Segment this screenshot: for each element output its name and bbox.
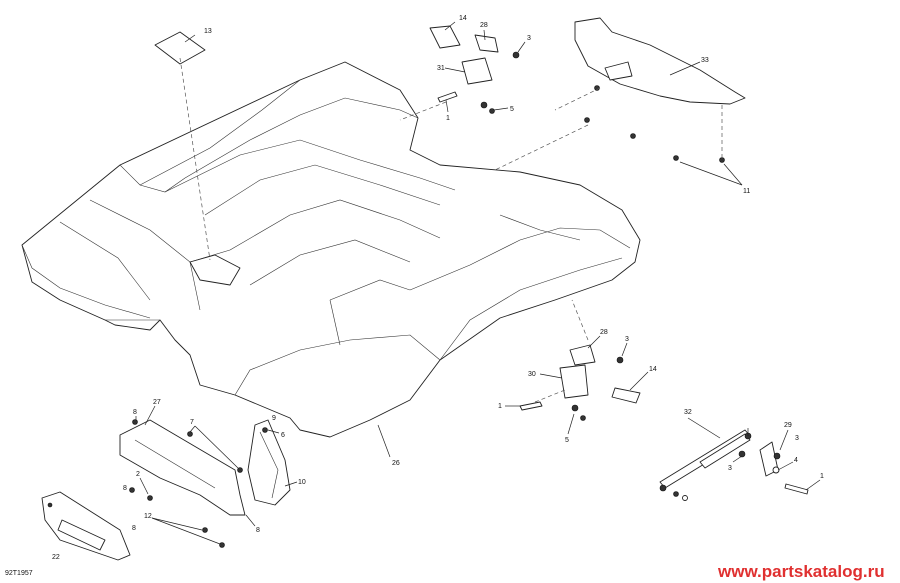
callout-33: 33: [701, 57, 709, 64]
latch-handle-part: [41, 491, 131, 561]
callout-14: 14: [649, 366, 657, 373]
callout-28: 28: [600, 329, 608, 336]
lower-hinge-assembly: [519, 344, 641, 421]
strap-part: [247, 419, 291, 506]
callout-13: 13: [204, 28, 212, 35]
callout-28: 28: [480, 22, 488, 29]
decal-part: [154, 31, 206, 65]
callout-11: 11: [743, 188, 750, 195]
callout-22: 22: [52, 554, 60, 561]
drawing-code: 92T1957: [5, 570, 33, 577]
callout-32: 32: [684, 409, 692, 416]
callout-1: 1: [446, 115, 450, 122]
callout-3: 3: [795, 435, 799, 442]
callouts: 13 14 28 3 31 1 5 33 11 28 3 30 14 1 5 2…: [52, 15, 824, 561]
upper-hinge-assembly: [429, 25, 520, 114]
callout-12: 12: [144, 513, 152, 520]
callout-10: 10: [298, 479, 306, 486]
alignment-lines: [179, 57, 723, 403]
callout-8: 8: [132, 525, 136, 532]
callout-14: 14: [459, 15, 467, 22]
callout-1: 1: [820, 473, 824, 480]
callout-8: 8: [123, 485, 127, 492]
callout-3: 3: [527, 35, 531, 42]
callout-8: 8: [133, 409, 137, 416]
leader-lines: [135, 21, 821, 545]
latch-plate-part: [119, 419, 246, 548]
callout-3: 3: [625, 336, 629, 343]
callout-2: 2: [136, 471, 140, 478]
callout-8: 8: [256, 527, 260, 534]
callout-7: 7: [190, 419, 194, 426]
callout-9: 9: [272, 415, 276, 422]
callout-5: 5: [565, 437, 569, 444]
callout-31: 31: [437, 65, 445, 72]
callout-3: 3: [728, 465, 732, 472]
callout-27: 27: [153, 399, 161, 406]
rear-bracket-part: [574, 17, 746, 163]
callout-1: 1: [498, 403, 502, 410]
callout-26: 26: [392, 460, 400, 467]
gas-strut-assembly: [659, 429, 809, 501]
callout-5: 5: [510, 106, 514, 113]
watermark: www.partskatalog.ru: [717, 562, 885, 581]
callout-30: 30: [528, 371, 536, 378]
cargo-lid-part: [21, 61, 641, 438]
callout-6: 6: [281, 432, 285, 439]
callout-4: 4: [794, 457, 798, 464]
callout-29: 29: [784, 422, 792, 429]
